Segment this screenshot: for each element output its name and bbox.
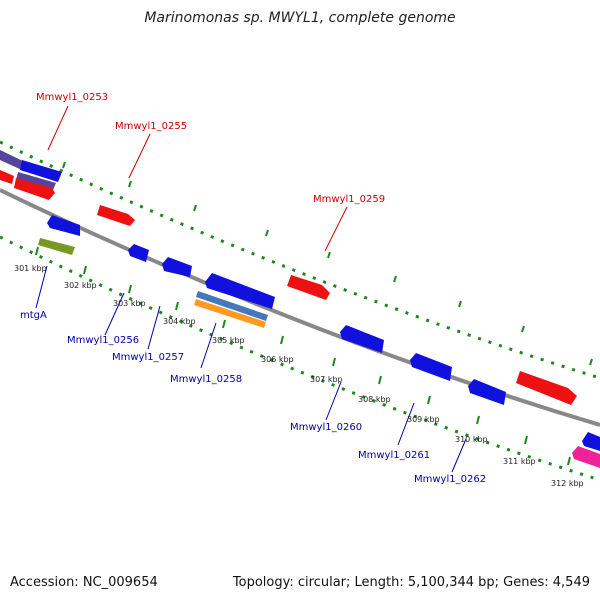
gene-red-2[interactable] — [97, 205, 135, 226]
gene-red-0259[interactable] — [287, 275, 330, 300]
genome-backbone — [0, 188, 600, 427]
gene-red-0255[interactable] — [14, 178, 55, 200]
gene-label-0258[interactable]: Mmwyl1_0258 — [170, 374, 242, 385]
tick-label-306: 306 kbp — [261, 355, 294, 364]
gene-blue-0258[interactable] — [205, 273, 275, 309]
tick-label-308: 308 kbp — [358, 395, 391, 404]
tick-label-309: 309 kbp — [407, 415, 440, 424]
gene-blue-0261[interactable] — [410, 353, 452, 381]
inner-tick-marks — [35, 246, 571, 466]
gene-label-0255[interactable]: Mmwyl1_0255 — [115, 121, 187, 132]
outer-tick-marks — [62, 161, 593, 366]
tick-label-311: 311 kbp — [503, 457, 536, 466]
gene-blue-0262[interactable] — [468, 379, 506, 405]
tick-label-303: 303 kbp — [113, 299, 146, 308]
gene-red-1[interactable] — [0, 170, 14, 184]
gene-label-0261[interactable]: Mmwyl1_0261 — [358, 450, 430, 461]
kbp-tick-labels: 301 kbp 302 kbp 303 kbp 304 kbp 305 kbp … — [14, 264, 584, 488]
gene-purple-2[interactable] — [16, 172, 56, 190]
top-gene-labels: Mmwyl1_0253 Mmwyl1_0255 Mmwyl1_0259 — [36, 92, 385, 205]
genome-summary-text: Topology: circular; Length: 5,100,344 bp… — [232, 575, 590, 590]
gene-label-0256[interactable]: Mmwyl1_0256 — [67, 335, 139, 346]
gene-blue-edge[interactable] — [582, 432, 600, 451]
gene-label-mtgA[interactable]: mtgA — [20, 310, 47, 321]
gene-purple-1[interactable] — [0, 150, 25, 170]
tick-label-310: 310 kbp — [455, 435, 488, 444]
gene-blue-0260[interactable] — [340, 325, 384, 353]
gene-blue-0256[interactable] — [128, 244, 149, 262]
gene-pink[interactable] — [572, 446, 600, 468]
gene-orange[interactable] — [194, 299, 266, 328]
tick-label-304: 304 kbp — [163, 317, 196, 326]
bottom-gene-labels: mtgA Mmwyl1_0256 Mmwyl1_0257 Mmwyl1_0258… — [20, 310, 486, 485]
gene-steel[interactable] — [196, 291, 268, 321]
gene-label-0253[interactable]: Mmwyl1_0253 — [36, 92, 108, 103]
tick-label-307: 307 kbp — [310, 375, 343, 384]
reverse-genes — [38, 215, 600, 468]
gene-blue-0253[interactable] — [20, 160, 62, 182]
genome-title: Marinomonas sp. MWYL1, complete genome — [144, 10, 456, 26]
tick-label-301: 301 kbp — [14, 264, 47, 273]
tick-label-312: 312 kbp — [551, 479, 584, 488]
accession-text: Accession: NC_009654 — [10, 575, 158, 590]
gene-label-0260[interactable]: Mmwyl1_0260 — [290, 422, 362, 433]
forward-genes — [0, 150, 577, 405]
gene-red-3[interactable] — [516, 371, 577, 405]
tick-label-302: 302 kbp — [64, 281, 97, 290]
gene-olive-mtgA[interactable] — [38, 238, 75, 255]
gene-blue-1[interactable] — [47, 215, 80, 236]
gene-blue-0257[interactable] — [162, 257, 192, 277]
gene-label-0262[interactable]: Mmwyl1_0262 — [414, 474, 486, 485]
top-leader-lines — [47, 105, 348, 252]
gene-label-0259[interactable]: Mmwyl1_0259 — [313, 194, 385, 205]
bottom-leader-lines — [35, 265, 467, 473]
inner-dotted-track — [0, 235, 600, 482]
tick-label-305: 305 kbp — [212, 336, 245, 345]
gene-label-0257[interactable]: Mmwyl1_0257 — [112, 352, 184, 363]
